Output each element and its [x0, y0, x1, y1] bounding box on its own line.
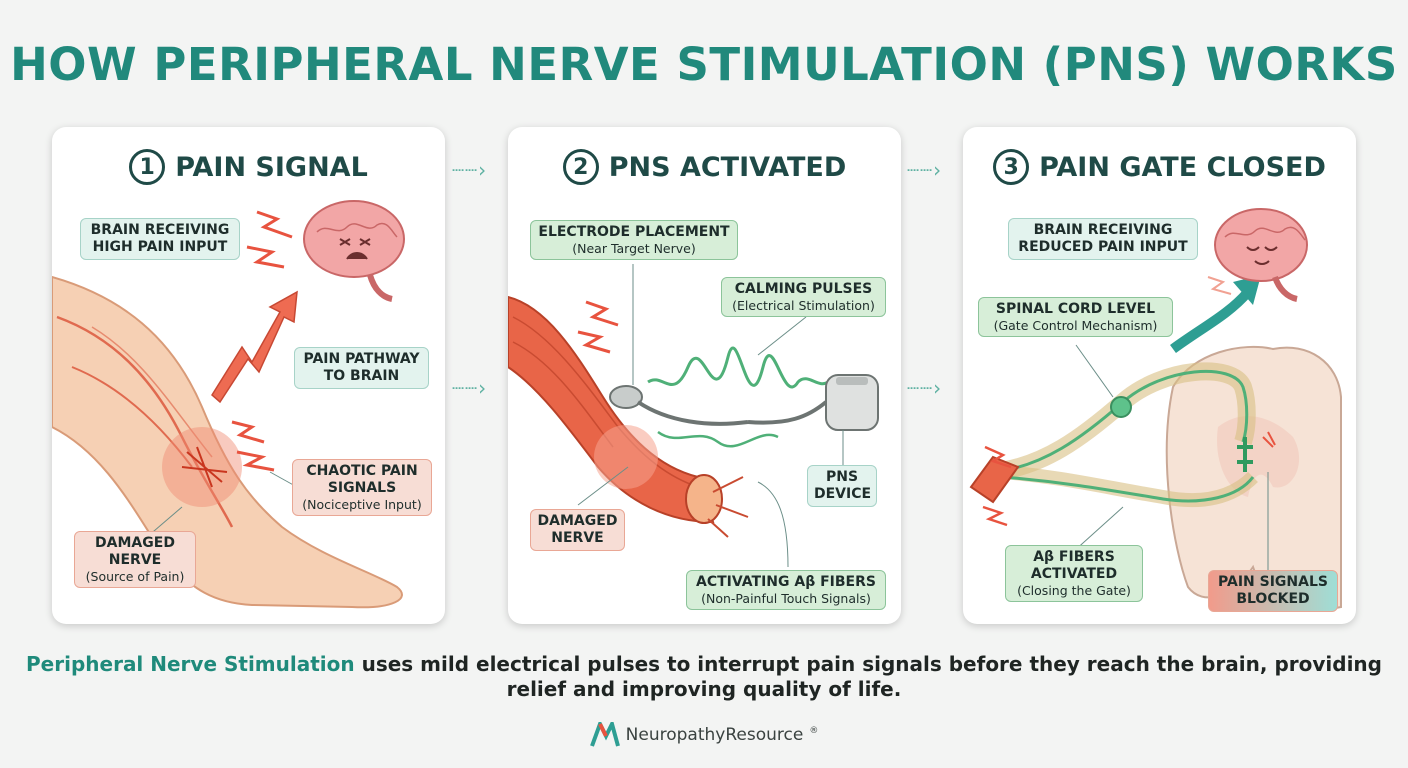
- label-chaotic-pain: CHAOTIC PAIN SIGNALS (Nociceptive Input): [292, 459, 432, 516]
- brand-logo: NeuropathyResource ®: [0, 722, 1408, 748]
- up-arrow-icon: [1170, 288, 1252, 354]
- lightning-icon: [982, 505, 1008, 527]
- step-number: 1: [129, 149, 166, 185]
- label-pain-signals-blocked: PAIN SIGNALS BLOCKED: [1208, 570, 1338, 612]
- label-brain-high-pain: BRAIN RECEIVING HIGH PAIN INPUT: [80, 218, 240, 260]
- pulse-wave-icon: [647, 346, 829, 389]
- electrode-icon: [609, 385, 643, 409]
- label-activating-fibers: ACTIVATING Aβ FIBERS (Non-Painful Touch …: [686, 570, 886, 610]
- summary-caption: Peripheral Nerve Stimulation uses mild e…: [0, 652, 1408, 702]
- caption-text: uses mild electrical pulses to interrupt…: [354, 652, 1382, 701]
- lightning-icon: [585, 300, 619, 327]
- panel-pain-signal: 1 PAIN SIGNAL BRAIN RECEIVING HIGH PAIN …: [52, 127, 445, 624]
- logo-icon: [589, 722, 620, 747]
- label-spinal-cord-level: SPINAL CORD LEVEL (Gate Control Mechanis…: [978, 297, 1173, 337]
- panel-title: PAIN GATE CLOSED: [1039, 151, 1326, 183]
- label-brain-reduced-pain: BRAIN RECEIVING REDUCED PAIN INPUT: [1008, 218, 1198, 260]
- page-title: HOW PERIPHERAL NERVE STIMULATION (PNS) W…: [10, 38, 1398, 91]
- lightning-icon: [231, 420, 265, 444]
- leg-illustration: [52, 200, 405, 609]
- gate-icon: [1237, 437, 1253, 472]
- label-electrode-placement: ELECTRODE PLACEMENT (Near Target Nerve): [530, 220, 738, 260]
- pns-device-icon: [825, 374, 879, 431]
- logo-trademark: ®: [809, 726, 819, 736]
- label-damaged-nerve: DAMAGED NERVE (Source of Pain): [74, 531, 196, 588]
- lightning-icon: [246, 245, 285, 269]
- connector-arrow-icon: ┈┈›: [452, 376, 488, 400]
- lightning-icon: [256, 210, 293, 239]
- panel-pain-gate-closed: 3 PAIN GATE CLOSED BRAIN RECEIVING REDUC…: [963, 127, 1356, 624]
- step-number: 2: [562, 149, 599, 185]
- label-pns-device: PNS DEVICE: [807, 465, 877, 507]
- logo-text: NeuropathyResource: [625, 725, 804, 745]
- panel-header: 2 PNS ACTIVATED: [508, 149, 901, 185]
- panel-pns-activated: 2 PNS ACTIVATED ELECTRODE PLACEMENT (Nea…: [508, 127, 901, 624]
- panel-title: PAIN SIGNAL: [175, 151, 368, 183]
- label-damaged-nerve: DAMAGED NERVE: [530, 509, 625, 551]
- label-calming-pulses: CALMING PULSES (Electrical Stimulation): [721, 277, 886, 317]
- spinal-cord-illustration: [969, 208, 1342, 611]
- panel-title: PNS ACTIVATED: [608, 151, 847, 183]
- caption-highlight: Peripheral Nerve Stimulation: [26, 652, 355, 676]
- step-number: 3: [993, 149, 1030, 185]
- lightning-icon: [984, 445, 1012, 469]
- lightning-icon: [236, 450, 275, 472]
- connector-arrow-icon: ┈┈›: [907, 158, 943, 182]
- pain-arrow-icon: [211, 290, 298, 404]
- panel-header: 3 PAIN GATE CLOSED: [963, 149, 1356, 185]
- connector-arrow-icon: ┈┈›: [452, 158, 488, 182]
- panel-header: 1 PAIN SIGNAL: [52, 149, 445, 185]
- stressed-brain-icon: [303, 200, 405, 302]
- label-pain-pathway: PAIN PATHWAY TO BRAIN: [294, 347, 429, 389]
- nerve-stimulation-illustration: [508, 264, 879, 568]
- connector-arrow-icon: ┈┈›: [907, 376, 943, 400]
- calm-brain-icon: [1214, 208, 1308, 302]
- lightning-icon: [577, 330, 611, 354]
- label-fibers-activated: Aβ FIBERS ACTIVATED (Closing the Gate): [1005, 545, 1143, 602]
